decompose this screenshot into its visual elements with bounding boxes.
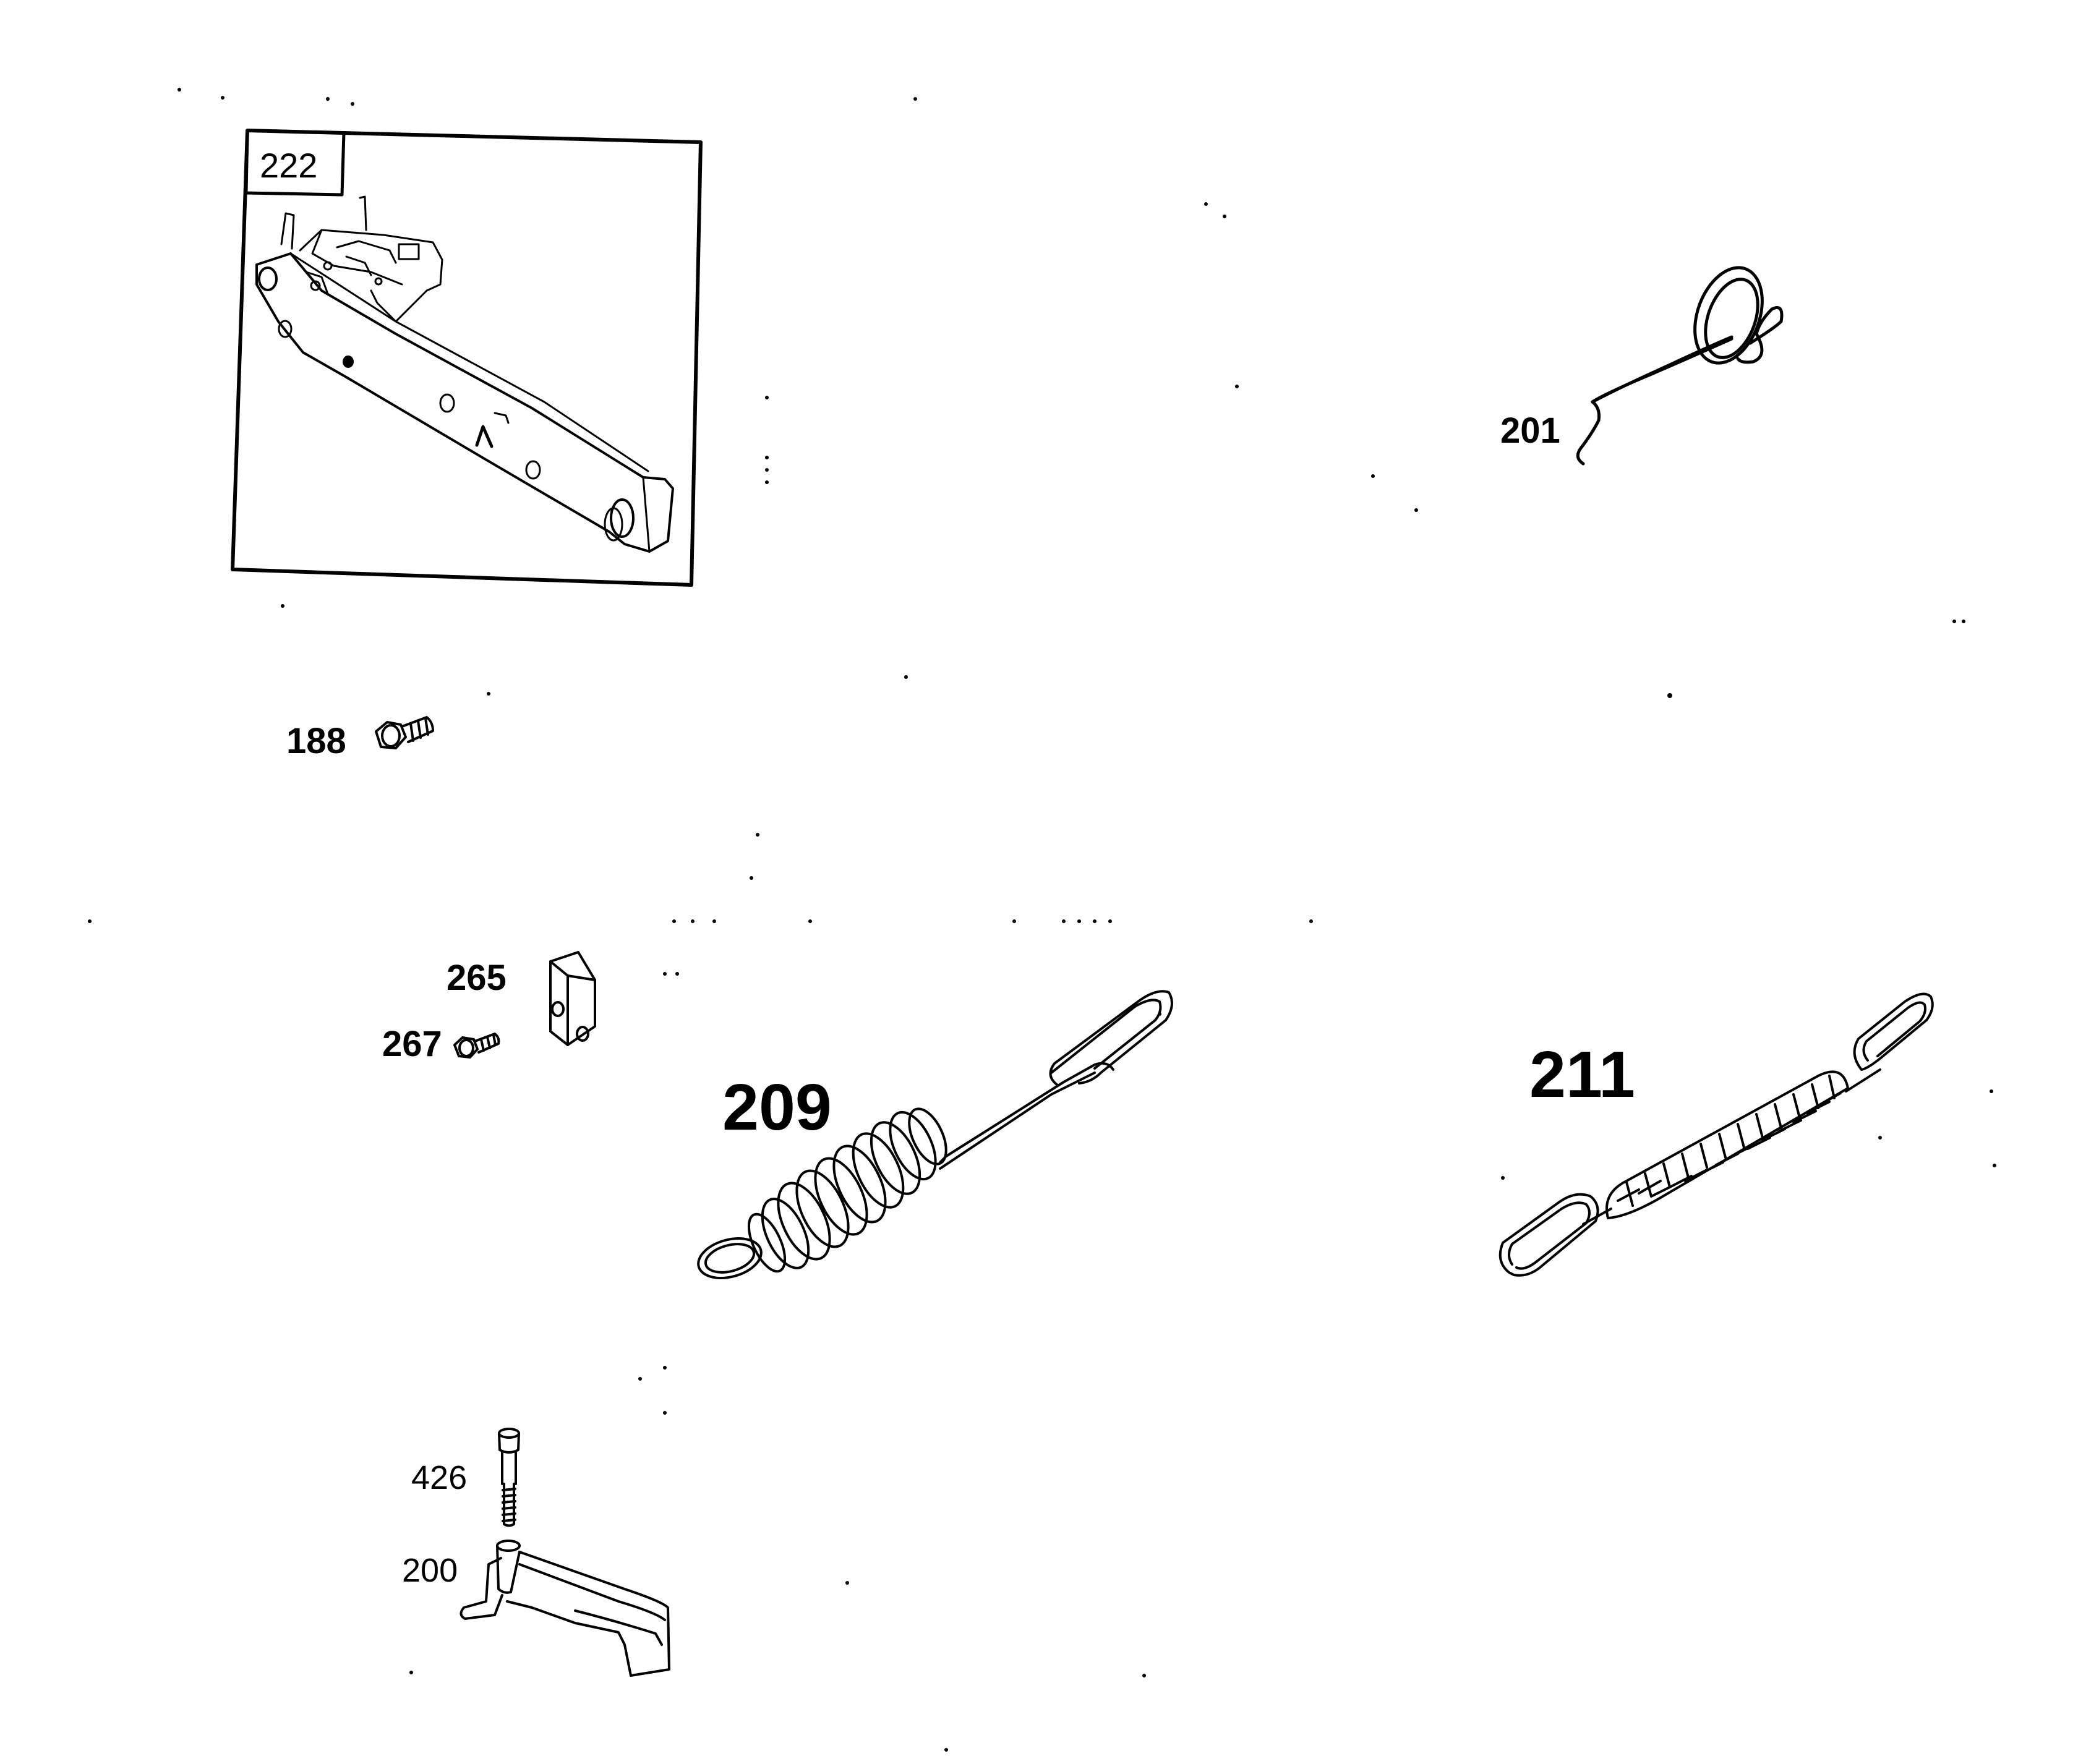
callout-211: 211 bbox=[1529, 1038, 1636, 1111]
callout-222: 222 bbox=[260, 146, 318, 185]
callout-200: 200 bbox=[402, 1552, 458, 1589]
callout-426: 426 bbox=[411, 1459, 468, 1496]
small-screw-drawing bbox=[453, 1033, 500, 1059]
wire-clip-drawing bbox=[1576, 266, 1784, 466]
lever-bracket-label-box bbox=[244, 129, 346, 197]
hex-bolt-drawing bbox=[375, 716, 434, 749]
callout-188: 188 bbox=[286, 721, 346, 761]
shoulder-bolt-drawing bbox=[498, 1428, 520, 1527]
scan-specks bbox=[88, 88, 1996, 1752]
brake-lever-drawing bbox=[460, 1540, 670, 1677]
extension-spring-large-drawing bbox=[697, 990, 1173, 1279]
callout-267: 267 bbox=[382, 1024, 442, 1064]
extension-spring-long-drawing bbox=[1498, 992, 1934, 1277]
callout-201: 201 bbox=[1500, 411, 1560, 451]
callout-265: 265 bbox=[447, 958, 507, 998]
lever-bracket-drawing bbox=[231, 129, 703, 587]
callout-209: 209 bbox=[722, 1071, 832, 1144]
square-block-drawing bbox=[549, 951, 596, 1046]
lever-bracket-frame bbox=[231, 129, 703, 587]
